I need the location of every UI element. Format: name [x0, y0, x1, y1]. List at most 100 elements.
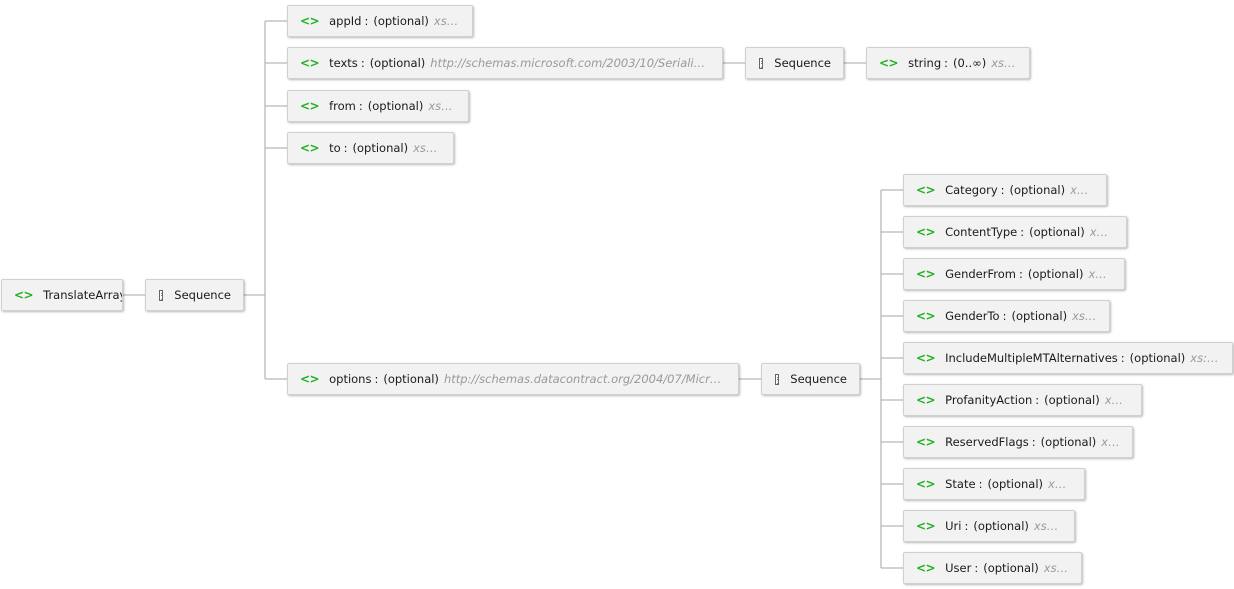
separator: :	[360, 56, 365, 70]
element-icon: <>	[916, 477, 936, 491]
type-name: xs:string	[1104, 393, 1129, 407]
element-icon: <>	[300, 141, 320, 155]
separator: :	[1035, 393, 1040, 407]
cardinality: (optional)	[1044, 393, 1100, 407]
element-node-genderto[interactable]: <> GenderTo : (optional) xs:string	[903, 300, 1110, 332]
element-name: from	[329, 99, 356, 113]
type-name: xs:string	[1089, 225, 1114, 239]
element-node-appid[interactable]: <> appId : (optional) xs:string	[287, 5, 473, 37]
type-name: xs:string	[1072, 309, 1097, 323]
element-node-texts[interactable]: <> texts : (optional) http://schemas.mic…	[287, 47, 723, 79]
element-node-reservedflags[interactable]: <> ReservedFlags : (optional) xs:string	[903, 426, 1133, 458]
element-name: ContentType	[945, 225, 1018, 239]
element-node-state[interactable]: <> State : (optional) xs:string	[903, 468, 1085, 500]
element-node-contenttype[interactable]: <> ContentType : (optional) xs:string	[903, 216, 1127, 248]
element-name: GenderFrom	[945, 267, 1016, 281]
element-icon: <>	[300, 56, 320, 70]
cardinality: (optional)	[1029, 225, 1085, 239]
type-name: xs:string	[1070, 183, 1094, 197]
element-icon: <>	[916, 309, 936, 323]
root-element-node[interactable]: <> TranslateArray	[1, 279, 123, 311]
element-name: string	[908, 56, 942, 70]
cardinality: (optional)	[373, 14, 429, 28]
cardinality: (optional)	[1009, 183, 1066, 197]
element-node-includemultiplemtalternatives[interactable]: <> IncludeMultipleMTAlternatives : (opti…	[903, 342, 1233, 374]
element-node-genderfrom[interactable]: <> GenderFrom : (optional) xs:string	[903, 258, 1125, 290]
element-icon: <>	[916, 267, 936, 281]
element-name: State	[945, 477, 976, 491]
element-node-string[interactable]: <> string : (0..∞) xs:string	[866, 47, 1030, 79]
element-icon: <>	[300, 372, 320, 386]
element-name: IncludeMultipleMTAlternatives	[945, 351, 1118, 365]
separator: :	[1020, 225, 1025, 239]
type-name: http://schemas.microsoft.com/2003/10/Ser…	[430, 56, 710, 70]
element-icon: <>	[300, 14, 320, 28]
sequence-node[interactable]: Sequence	[761, 363, 860, 395]
element-node-from[interactable]: <> from : (optional) xs:string	[287, 90, 469, 122]
sequence-node[interactable]: Sequence	[745, 47, 844, 79]
sequence-icon	[159, 289, 164, 301]
type-name: xs:string	[991, 56, 1017, 70]
type-name: xs:string	[1101, 435, 1120, 449]
element-name: Uri	[945, 519, 962, 533]
type-name: xs:string	[1043, 561, 1069, 575]
separator: :	[1002, 309, 1007, 323]
element-node-user[interactable]: <> User : (optional) xs:string	[903, 552, 1082, 584]
element-icon: <>	[14, 288, 34, 302]
cardinality: (optional)	[1027, 267, 1084, 281]
sequence-label: Sequence	[774, 56, 831, 70]
type-name: xs:string	[433, 14, 460, 28]
separator: :	[374, 372, 379, 386]
cardinality: (optional)	[1040, 435, 1097, 449]
separator: :	[358, 99, 363, 113]
cardinality: (optional)	[369, 56, 426, 70]
type-name: http://schemas.datacontract.org/2004/07/…	[443, 372, 726, 386]
sequence-icon	[775, 373, 780, 385]
element-node-options[interactable]: <> options : (optional) http://schemas.d…	[287, 363, 739, 395]
separator: :	[974, 561, 979, 575]
type-name: xs:boolean	[1190, 351, 1220, 365]
element-node-category[interactable]: <> Category : (optional) xs:string	[903, 174, 1107, 206]
element-icon: <>	[916, 561, 936, 575]
type-name: xs:string	[413, 141, 441, 155]
separator: :	[1031, 435, 1036, 449]
element-icon: <>	[916, 393, 936, 407]
cardinality: (optional)	[1129, 351, 1186, 365]
cardinality: (optional)	[352, 141, 409, 155]
type-name: xs:string	[428, 99, 456, 113]
element-name: to	[329, 141, 341, 155]
cardinality: (optional)	[1011, 309, 1068, 323]
sequence-icon	[759, 57, 764, 69]
element-icon: <>	[916, 351, 936, 365]
sequence-label: Sequence	[790, 372, 847, 386]
cardinality: (0..∞)	[953, 56, 987, 70]
type-name: xs:string	[1048, 477, 1072, 491]
element-icon: <>	[300, 99, 320, 113]
element-node-to[interactable]: <> to : (optional) xs:string	[287, 132, 454, 164]
sequence-node[interactable]: Sequence	[145, 279, 244, 311]
element-name: TranslateArray	[43, 288, 123, 302]
element-icon: <>	[879, 56, 899, 70]
element-node-profanityaction[interactable]: <> ProfanityAction : (optional) xs:strin…	[903, 384, 1142, 416]
element-node-uri[interactable]: <> Uri : (optional) xs:string	[903, 510, 1075, 542]
separator: :	[1120, 351, 1125, 365]
separator: :	[978, 477, 983, 491]
element-name: ProfanityAction	[945, 393, 1033, 407]
cardinality: (optional)	[987, 477, 1044, 491]
element-icon: <>	[916, 183, 936, 197]
element-name: ReservedFlags	[945, 435, 1029, 449]
separator: :	[364, 14, 369, 28]
element-name: texts	[329, 56, 358, 70]
cardinality: (optional)	[983, 561, 1039, 575]
cardinality: (optional)	[367, 99, 424, 113]
separator: :	[1018, 267, 1023, 281]
element-name: GenderTo	[945, 309, 1000, 323]
cardinality: (optional)	[973, 519, 1029, 533]
cardinality: (optional)	[383, 372, 439, 386]
type-name: xs:string	[1033, 519, 1062, 533]
sequence-label: Sequence	[174, 288, 231, 302]
separator: :	[964, 519, 969, 533]
element-icon: <>	[916, 225, 936, 239]
element-name: Category	[945, 183, 998, 197]
element-icon: <>	[916, 519, 936, 533]
